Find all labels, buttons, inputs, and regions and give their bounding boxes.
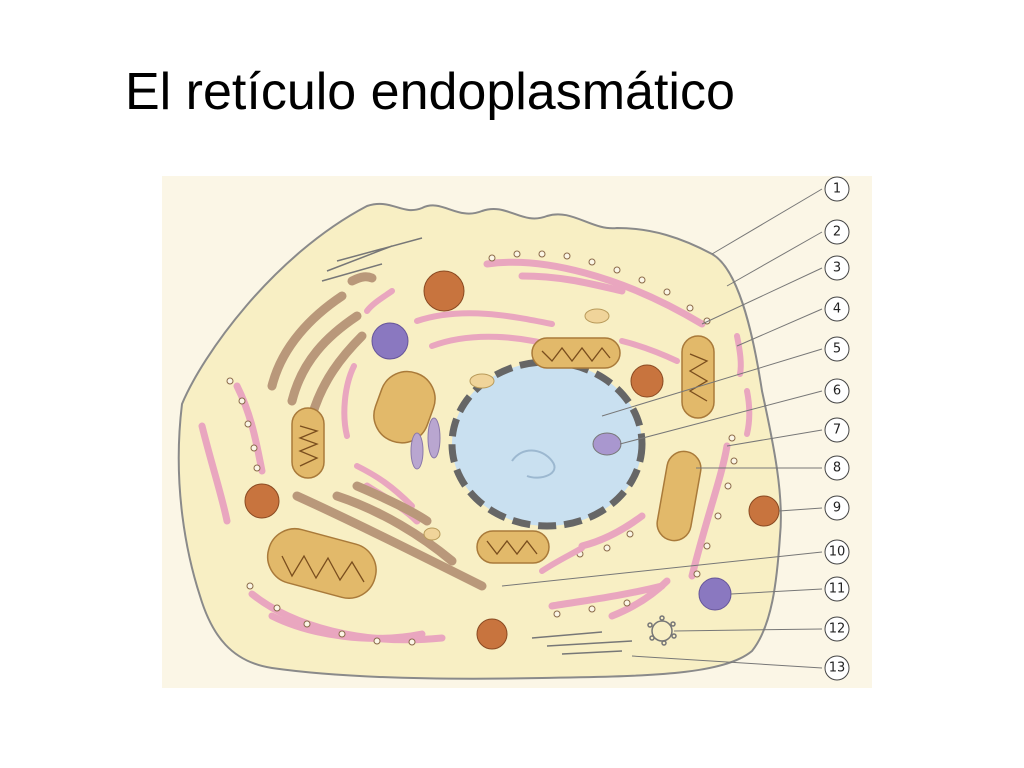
microfilaments bbox=[321, 237, 423, 282]
callout-label-2: 2 bbox=[833, 225, 841, 240]
vacuole bbox=[371, 322, 409, 360]
callout-label-5: 5 bbox=[833, 342, 841, 357]
vacuole-small bbox=[698, 577, 732, 611]
callout-label-9: 9 bbox=[833, 501, 841, 516]
callout-label-7: 7 bbox=[833, 423, 841, 438]
golgi-apparatus bbox=[267, 272, 487, 591]
mitochondria-cristae bbox=[281, 346, 709, 583]
callout-10: 10 bbox=[824, 539, 850, 565]
smooth-endoplasmic-reticulum bbox=[341, 288, 753, 574]
callout-label-3: 3 bbox=[833, 261, 841, 276]
callout-4: 4 bbox=[824, 296, 850, 322]
callout-5: 5 bbox=[824, 336, 850, 362]
callout-8: 8 bbox=[824, 455, 850, 481]
callout-label-1: 1 bbox=[833, 182, 841, 197]
callout-9: 9 bbox=[824, 495, 850, 521]
leader-lines bbox=[501, 188, 823, 669]
mitochondria bbox=[266, 335, 715, 599]
callout-7: 7 bbox=[824, 417, 850, 443]
vesicles bbox=[423, 308, 610, 541]
ribosomes bbox=[226, 250, 738, 646]
lysosomes bbox=[244, 270, 780, 650]
callout-1: 1 bbox=[824, 176, 850, 202]
callout-label-4: 4 bbox=[833, 302, 841, 317]
callout-label-6: 6 bbox=[833, 384, 841, 399]
callout-12: 12 bbox=[824, 616, 850, 642]
cell-diagram: 1 2 3 4 5 6 7 8 9 10 11 12 bbox=[162, 176, 872, 688]
callout-13: 13 bbox=[824, 655, 850, 681]
microtubules bbox=[531, 631, 633, 655]
cell-diagram-svg: 1 2 3 4 5 6 7 8 9 10 11 12 bbox=[162, 176, 872, 688]
chromatin bbox=[511, 449, 556, 479]
golgi-vesicles bbox=[410, 417, 441, 470]
callout-6: 6 bbox=[824, 378, 850, 404]
callout-2: 2 bbox=[824, 219, 850, 245]
callout-11: 11 bbox=[824, 576, 850, 602]
callout-label-11: 11 bbox=[829, 582, 846, 597]
nucleolus bbox=[592, 432, 622, 456]
slide-title: El retículo endoplasmático bbox=[125, 63, 735, 121]
callout-label-13: 13 bbox=[829, 661, 846, 676]
callout-label-8: 8 bbox=[833, 461, 841, 476]
nucleus bbox=[452, 362, 642, 526]
callout-label-12: 12 bbox=[829, 622, 846, 637]
centrosome bbox=[647, 615, 677, 646]
callout-3: 3 bbox=[824, 255, 850, 281]
callout-label-10: 10 bbox=[829, 545, 846, 560]
